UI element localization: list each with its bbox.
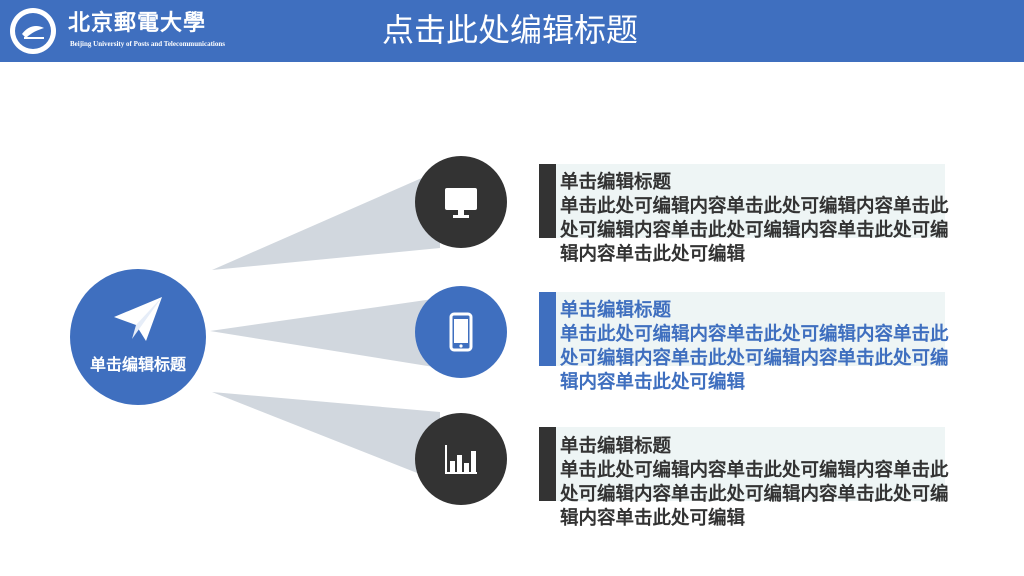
hub-label: 单击编辑标题 bbox=[89, 355, 186, 374]
card-body: 单击此处可编辑内容单击此处可编辑内容单击此处可编辑内容单击此处可编辑内容单击此处… bbox=[560, 196, 949, 265]
header-bar: 北京郵電大學 Beijing University of Posts and T… bbox=[0, 0, 1024, 62]
hub-circle[interactable]: 单击编辑标题 bbox=[70, 269, 206, 405]
university-seal-icon bbox=[10, 8, 56, 54]
monitor-icon bbox=[445, 188, 477, 218]
node-circle-monitor[interactable] bbox=[415, 156, 507, 248]
page-title[interactable]: 点击此处编辑标题 bbox=[381, 11, 638, 49]
card-text[interactable]: 单击编辑标题 单击此处可编辑内容单击此处可编辑内容单击此处可编辑内容单击此处可编… bbox=[560, 435, 950, 531]
card-title: 单击编辑标题 bbox=[560, 300, 672, 321]
logo-chinese-name: 北京郵電大學 bbox=[68, 10, 207, 36]
smartphone-icon bbox=[449, 312, 473, 352]
card-accent-bar bbox=[539, 164, 556, 238]
card-text[interactable]: 单击编辑标题 单击此处可编辑内容单击此处可编辑内容单击此处可编辑内容单击此处可编… bbox=[560, 299, 950, 395]
card-accent-bar bbox=[539, 427, 556, 501]
card-title: 单击编辑标题 bbox=[560, 436, 672, 457]
content-card-2: 单击编辑标题 单击此处可编辑内容单击此处可编辑内容单击此处可编辑内容单击此处可编… bbox=[539, 292, 949, 393]
card-text[interactable]: 单击编辑标题 单击此处可编辑内容单击此处可编辑内容单击此处可编辑内容单击此处可编… bbox=[560, 171, 950, 267]
wedge-top bbox=[212, 170, 440, 270]
node-circle-chart[interactable] bbox=[415, 413, 507, 505]
content-card-1: 单击编辑标题 单击此处可编辑内容单击此处可编辑内容单击此处可编辑内容单击此处可编… bbox=[539, 164, 949, 265]
card-body: 单击此处可编辑内容单击此处可编辑内容单击此处可编辑内容单击此处可编辑内容单击此处… bbox=[560, 324, 949, 393]
content-card-3: 单击编辑标题 单击此处可编辑内容单击此处可编辑内容单击此处可编辑内容单击此处可编… bbox=[539, 427, 949, 529]
logo-english-name: Beijing University of Posts and Telecomm… bbox=[70, 40, 225, 48]
wedge-middle bbox=[210, 298, 440, 368]
card-body: 单击此处可编辑内容单击此处可编辑内容单击此处可编辑内容单击此处可编辑内容单击此处… bbox=[560, 460, 949, 529]
card-accent-bar bbox=[539, 292, 556, 366]
bar-chart-icon bbox=[445, 445, 477, 474]
wedge-bottom bbox=[212, 392, 440, 482]
card-title: 单击编辑标题 bbox=[560, 172, 672, 193]
paper-plane-icon bbox=[114, 297, 162, 341]
node-circle-smartphone[interactable] bbox=[415, 286, 507, 378]
